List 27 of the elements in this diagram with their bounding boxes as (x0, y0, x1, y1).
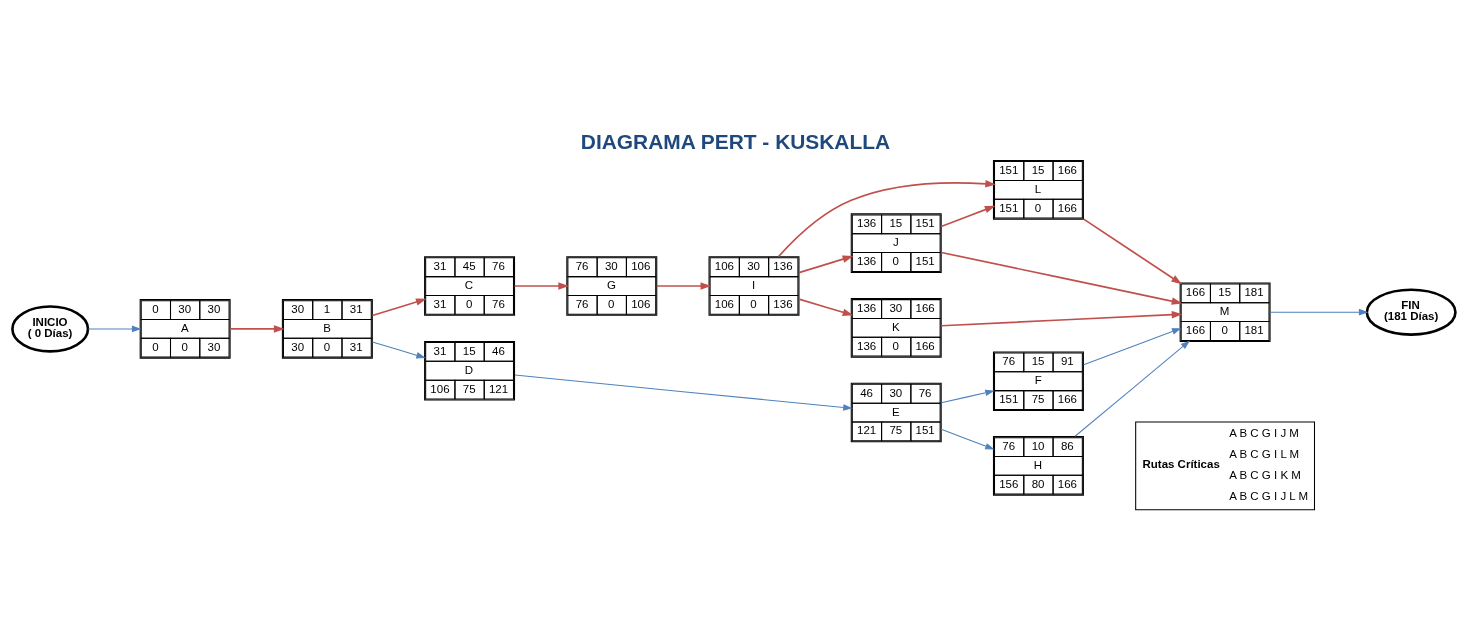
arrow (777, 180, 996, 258)
arrow (1269, 308, 1369, 316)
arrow (655, 282, 712, 290)
arrow (229, 325, 285, 333)
arrow (940, 389, 995, 404)
label: A B C G I J L M (1229, 490, 1309, 503)
node-ellipse: FIN (181 Días) (1365, 288, 1457, 336)
arrow (513, 282, 569, 290)
arrow (1082, 218, 1182, 285)
arrow (940, 205, 996, 228)
arrow (940, 251, 1183, 305)
node-ellipse: INICIO ( 0 Días) (11, 305, 90, 353)
arrow (514, 374, 853, 411)
arrow (1083, 328, 1182, 366)
arrow (940, 310, 1183, 327)
label: A B C G I J M (1229, 427, 1299, 440)
label: A B C G I K M (1229, 469, 1301, 482)
label: A B C G I L M (1229, 448, 1300, 461)
arrow (1074, 340, 1191, 437)
diagram-title: DIAGRAMA PERT - KUSKALLA (580, 130, 891, 154)
arrow (940, 428, 995, 450)
arrow (798, 255, 854, 274)
arrow (371, 341, 426, 359)
arrow (371, 298, 427, 317)
arrow (87, 325, 142, 333)
arrow (798, 298, 854, 316)
label: Rutas Críticas (1142, 457, 1220, 470)
